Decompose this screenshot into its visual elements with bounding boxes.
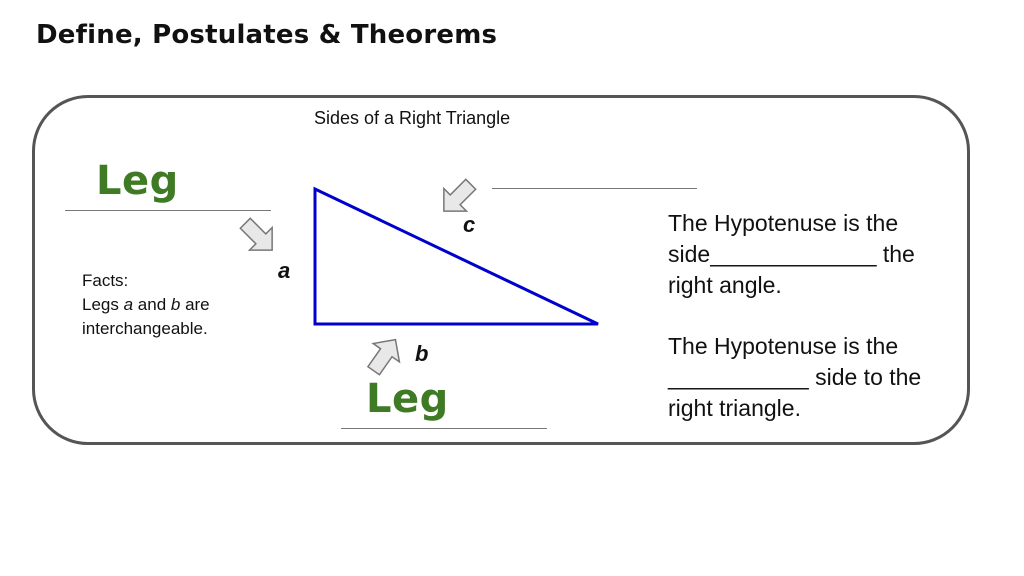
arrow-to-leg-b-icon: [366, 338, 401, 376]
arrow-to-hypotenuse-icon: [443, 178, 477, 212]
side-c-label: c: [463, 212, 476, 237]
right-triangle: [313, 186, 599, 326]
hypotenuse-statement-2: The Hypotenuse is the ___________ side t…: [668, 331, 958, 424]
arrow-to-leg-a-icon: [239, 217, 273, 251]
diagram-title: Sides of a Right Triangle: [314, 108, 511, 128]
statement-2-line-2: ___________ side to the: [668, 364, 922, 390]
facts-and: and: [133, 295, 171, 314]
facts-prefix: Legs: [82, 295, 124, 314]
side-b-label: b: [415, 341, 429, 366]
facts-note: Facts: Legs a and b are interchangeable.: [82, 269, 252, 341]
statement-1-line-1: The Hypotenuse is the: [668, 210, 899, 236]
leg-bottom-underline: [341, 428, 547, 429]
leg-top-underline: [65, 210, 271, 211]
statement-2-line-1: The Hypotenuse is the: [668, 333, 899, 359]
leg-label-bottom: Leg: [366, 376, 449, 422]
facts-heading: Facts:: [82, 271, 129, 290]
leg-label-top: Leg: [96, 158, 179, 204]
hypotenuse-statement-1: The Hypotenuse is the side_____________ …: [668, 208, 958, 301]
facts-var-a: a: [123, 295, 134, 314]
content-frame: [32, 95, 970, 445]
statement-1-line-2: side_____________ the: [668, 241, 915, 267]
facts-suffix: are interchangeable.: [82, 295, 210, 338]
statement-2-line-3: right triangle.: [668, 395, 801, 421]
facts-var-b: b: [170, 295, 181, 314]
facts-body: Legs a and b are interchangeable.: [82, 293, 252, 341]
hypotenuse-blank-line: [492, 188, 697, 189]
statement-1-line-3: right angle.: [668, 272, 782, 298]
side-a-label: a: [278, 258, 291, 283]
page-title: Define, Postulates & Theorems: [36, 20, 498, 50]
